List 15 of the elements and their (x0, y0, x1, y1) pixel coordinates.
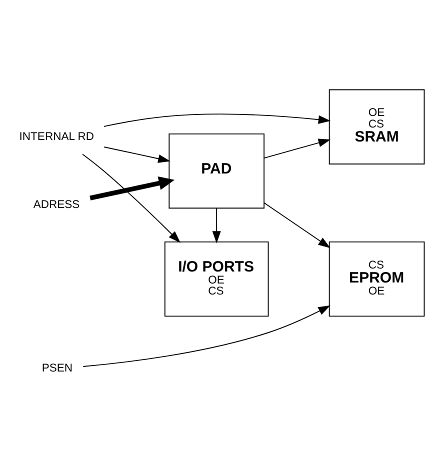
arrow (212, 207, 221, 243)
arrow (82, 153, 180, 242)
node-text: INTERNAL RD (19, 130, 94, 143)
arrow (82, 304, 330, 366)
arrow (264, 138, 331, 158)
arrow (103, 113, 331, 126)
node-text: ADRESS (33, 198, 80, 210)
node-box: PAD (168, 132, 264, 208)
arrow (104, 146, 170, 162)
node-box: CS EPROM OE (328, 241, 425, 316)
node-box: OE CS SRAM (328, 88, 425, 164)
node-box: I/O PORTS OE CS (164, 241, 269, 316)
arrow (90, 176, 175, 200)
node-text: PSEN (42, 362, 73, 374)
arrow (264, 202, 330, 248)
